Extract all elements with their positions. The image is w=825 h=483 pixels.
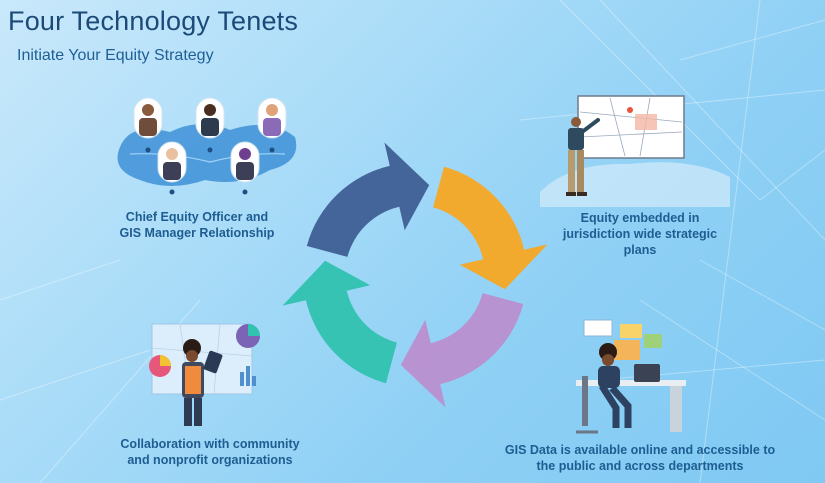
tenet-2-caption: Equity embedded in jurisdiction wide str…: [535, 210, 745, 258]
tenet-2-line-1: Equity embedded in: [580, 211, 700, 225]
tenet-2-line-3: plans: [623, 243, 657, 257]
cycle-arrow-top: [306, 142, 430, 257]
cycle-arrow-left: [282, 260, 397, 384]
people-network-icon: [117, 97, 297, 195]
tenet-1-caption: Chief Equity Officer and GIS Manager Rel…: [92, 209, 302, 241]
tenet-4-line-1: GIS Data is available online and accessi…: [504, 443, 776, 457]
page-subtitle: Initiate Your Equity Strategy: [17, 47, 214, 64]
page-title: Four Technology Tenets: [8, 6, 299, 36]
tenet-2-line-2: jurisdiction wide strategic: [562, 227, 718, 241]
tenet-1-line-2: GIS Manager Relationship: [119, 226, 275, 240]
cycle-arrow-right: [433, 166, 548, 290]
tenet-3-caption: Collaboration with community and nonprof…: [100, 436, 320, 468]
tenet-1-line-1: Chief Equity Officer and: [125, 210, 269, 224]
desk-laptop-icon: [576, 319, 686, 434]
tenet-3-line-1: Collaboration with community: [120, 437, 300, 451]
cycle-diagram: [282, 142, 548, 408]
tablet-analyst-icon: [149, 323, 260, 426]
tenet-3-line-2: and nonprofit organizations: [127, 453, 293, 467]
tenet-4-line-2: the public and across departments: [536, 459, 744, 473]
map-presenter-icon: [540, 95, 730, 207]
cycle-arrow-bottom: [400, 293, 524, 408]
tenet-4-caption: GIS Data is available online and accessi…: [490, 442, 790, 474]
